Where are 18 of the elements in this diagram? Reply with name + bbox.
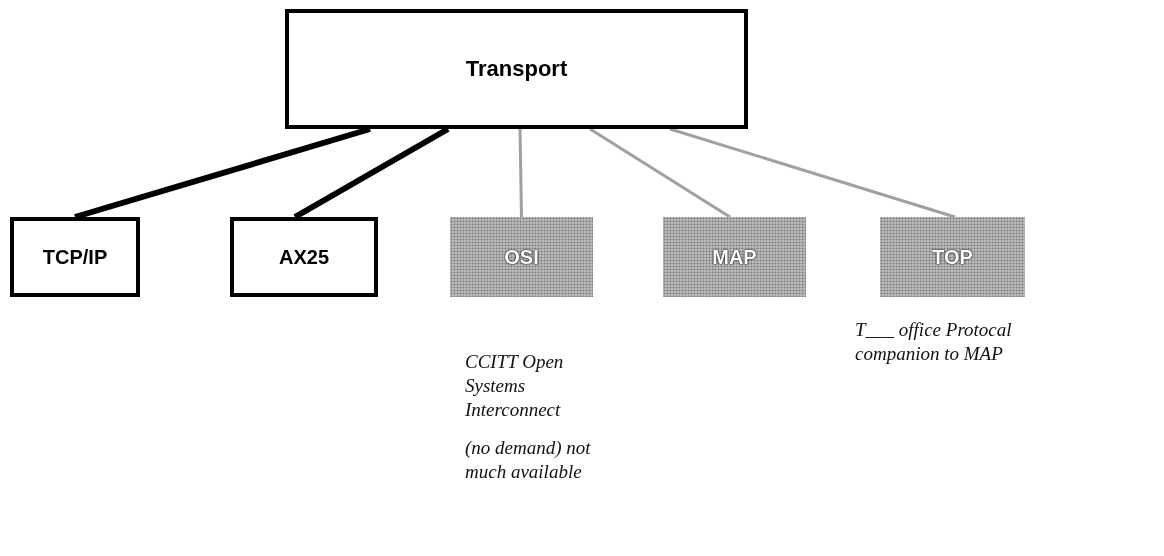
node-label: MAP [712,245,757,269]
handwritten-note: (no demand) not much available [465,436,592,484]
node-label: TOP [932,245,973,269]
process-box [285,9,748,129]
connector-line [518,128,523,218]
process-box [10,217,140,297]
shaded-box [663,217,806,297]
connector-line [669,127,956,219]
handwritten-note: CCITT Open Systems Interconnect [465,350,565,422]
node-label: TCP/IP [42,245,108,269]
handwritten-note: T___ office Protocal companion to MAP [855,318,1013,366]
shaded-box [450,217,593,297]
node-label: AX25 [279,245,329,269]
process-box [230,217,378,297]
connector-line [589,127,731,219]
node-label: Transport [465,56,568,82]
node-label: OSI [504,245,539,269]
shaded-box [880,217,1025,297]
